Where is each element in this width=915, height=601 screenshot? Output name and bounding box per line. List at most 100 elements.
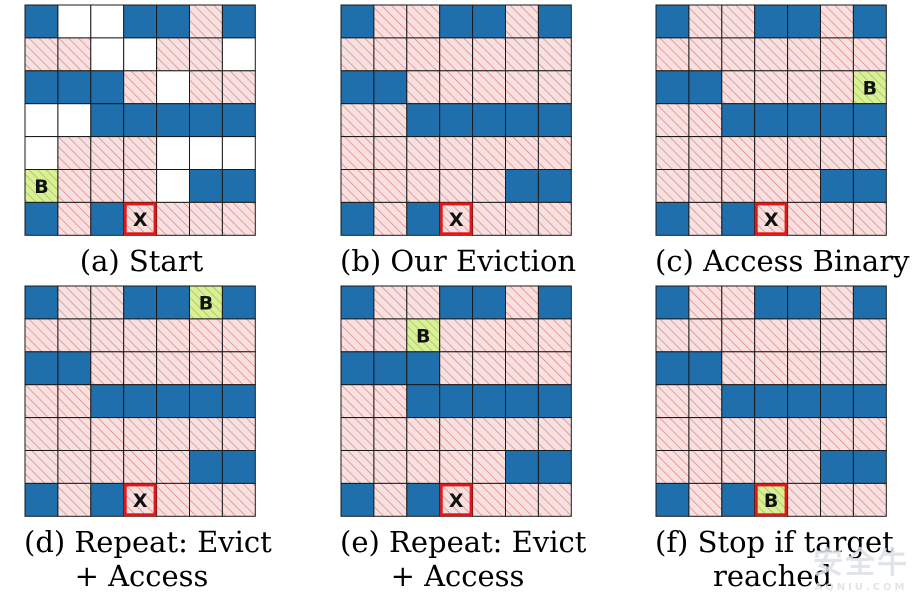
evicted-cell <box>189 37 223 72</box>
filled-cell <box>221 4 256 39</box>
filled-cell <box>820 450 854 484</box>
evicted-cell <box>820 318 854 353</box>
evicted-cell <box>721 37 756 72</box>
filled-cell <box>852 103 887 138</box>
filled-cell <box>156 4 191 39</box>
evicted-cell <box>472 482 507 517</box>
evicted-cell <box>221 201 256 236</box>
caption-c-line1: (c) Access Binary <box>655 244 910 278</box>
filled-cell <box>537 169 572 203</box>
filled-cell <box>754 384 789 419</box>
evicted-cell <box>406 136 441 171</box>
evicted-cell <box>90 417 125 452</box>
filled-cell <box>820 384 854 419</box>
evicted-cell <box>721 351 756 386</box>
caption-d-line2: + Access <box>74 559 209 593</box>
empty-cell <box>221 37 256 72</box>
evicted-cell <box>505 37 539 72</box>
evicted-cell <box>852 417 887 452</box>
evicted-cell <box>787 318 822 353</box>
evicted-cell <box>156 482 191 517</box>
filled-cell <box>221 450 256 484</box>
evicted-cell <box>123 318 158 353</box>
evicted-cell <box>340 450 375 484</box>
evicted-cell <box>57 318 92 353</box>
evicted-cell <box>472 351 507 386</box>
grid-b: X <box>340 4 572 236</box>
empty-cell <box>156 70 191 105</box>
target-reached-label: B <box>764 490 778 512</box>
evicted-cell <box>472 37 507 72</box>
evicted-cell <box>57 417 92 452</box>
filled-cell <box>90 201 125 236</box>
filled-cell <box>123 285 158 320</box>
evicted-cell <box>472 318 507 353</box>
binary-label: B <box>863 77 877 99</box>
filled-cell <box>90 482 125 517</box>
filled-cell <box>852 384 887 419</box>
filled-cell <box>156 103 191 138</box>
caption-b-line1: (b) Our Eviction <box>340 244 577 278</box>
target-border <box>123 483 157 517</box>
filled-cell <box>123 103 158 138</box>
filled-cell <box>373 351 408 386</box>
evicted-cell <box>24 417 59 452</box>
filled-cell <box>655 351 690 386</box>
filled-cell <box>537 384 572 419</box>
filled-cell <box>472 285 507 320</box>
evicted-cell <box>406 4 441 39</box>
empty-cell <box>24 136 59 171</box>
evicted-cell <box>439 417 474 452</box>
evicted-cell <box>787 70 822 105</box>
evicted-cell <box>505 4 539 39</box>
evicted-cell <box>655 450 690 484</box>
target-border <box>439 483 473 517</box>
evicted-cell <box>472 450 507 484</box>
target-border <box>439 202 473 236</box>
evicted-cell <box>505 70 539 105</box>
evicted-cell <box>439 37 474 72</box>
target-border <box>123 202 157 236</box>
evicted-cell <box>439 169 474 203</box>
evicted-cell <box>24 37 59 72</box>
evicted-cell <box>505 318 539 353</box>
empty-cell <box>123 37 158 72</box>
evicted-cell <box>156 201 191 236</box>
evicted-cell <box>373 384 408 419</box>
evicted-cell <box>537 482 572 517</box>
evicted-cell <box>852 318 887 353</box>
evicted-cell <box>373 136 408 171</box>
filled-cell <box>655 4 690 39</box>
evicted-cell <box>820 351 854 386</box>
target-label: X <box>133 490 148 512</box>
filled-cell <box>340 4 375 39</box>
evicted-cell <box>537 417 572 452</box>
filled-cell <box>340 351 375 386</box>
filled-cell <box>721 482 756 517</box>
filled-cell <box>406 201 441 236</box>
evicted-cell <box>688 4 723 39</box>
evicted-cell <box>123 169 158 203</box>
evicted-cell <box>373 37 408 72</box>
evicted-cell <box>24 384 59 419</box>
filled-cell <box>156 384 191 419</box>
evicted-cell <box>787 136 822 171</box>
evicted-cell <box>787 351 822 386</box>
evicted-cell <box>537 351 572 386</box>
filled-cell <box>90 70 125 105</box>
evicted-cell <box>721 169 756 203</box>
evicted-cell <box>406 169 441 203</box>
evicted-cell <box>90 285 125 320</box>
evicted-cell <box>189 482 223 517</box>
evicted-cell <box>505 201 539 236</box>
panel-b: X (b) Our Eviction <box>340 4 576 278</box>
target-cell <box>123 201 158 236</box>
evicted-cell <box>340 169 375 203</box>
filled-cell <box>406 351 441 386</box>
caption-f-line2: reached <box>713 559 832 593</box>
evicted-cell <box>688 285 723 320</box>
target-label: X <box>449 490 464 512</box>
evicted-cell <box>787 450 822 484</box>
evicted-cell <box>57 169 92 203</box>
filled-cell <box>537 103 572 138</box>
